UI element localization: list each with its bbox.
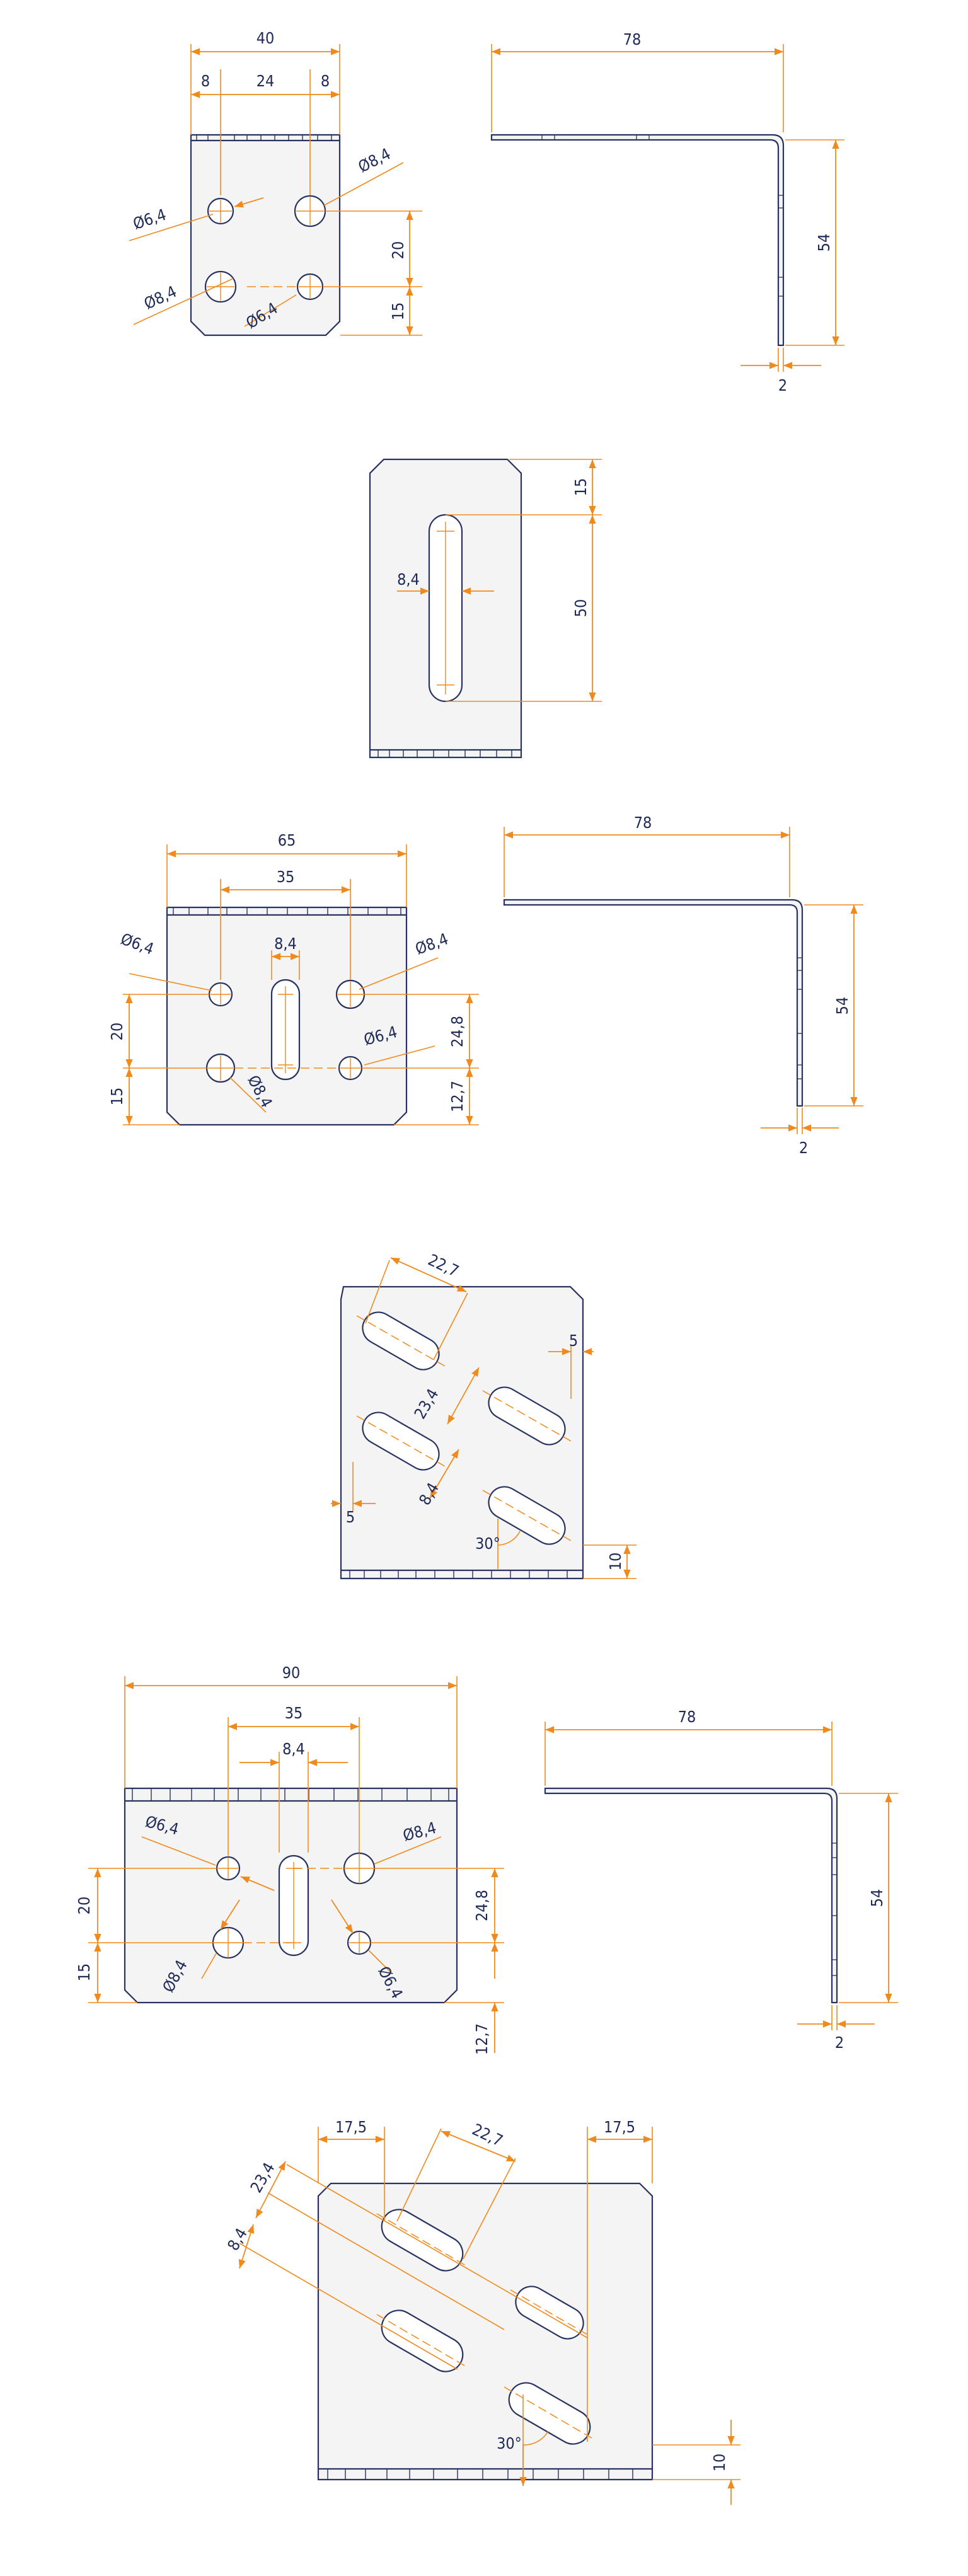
angled-slots [362, 1311, 566, 1545]
center-marks [208, 982, 363, 1081]
bracket-3-profile [503, 899, 804, 1107]
dim-24-8: 24,8 [448, 1016, 466, 1047]
dim-78: 78 [623, 30, 642, 49]
slot [488, 1486, 566, 1545]
dim-15: 15 [108, 1088, 126, 1106]
drawing-3-front-view: 65 35 8,4 Ø6,4 Ø8,4 Ø6,4 Ø8,4 20 15 24,8… [108, 831, 479, 1126]
dim-8-right: 8 [321, 72, 330, 90]
slot [362, 1311, 440, 1371]
dim-width-40: 40 [256, 29, 275, 47]
slot [488, 1386, 566, 1446]
dimensions [88, 1676, 504, 2053]
dim-10: 10 [710, 2454, 729, 2472]
bracket-1-profile [490, 134, 785, 347]
dim-23-4: 23,4 [247, 2159, 279, 2196]
dim-angle-30: 30° [497, 2434, 522, 2452]
drawing-6-back-view: 17,5 22,7 17,5 23,4 8,4 30° 10 [224, 2118, 740, 2505]
hidden-lines [541, 135, 783, 297]
dimensions [544, 1722, 898, 2030]
dim-8-left: 8 [201, 72, 210, 90]
dim-dia-6-4-left: Ø6,4 [118, 929, 156, 958]
dimensions [238, 2127, 740, 2505]
dim-2: 2 [835, 2033, 844, 2052]
dimensions [504, 827, 863, 1134]
dim-dia-6-4-left: Ø6,4 [130, 205, 168, 233]
dim-8-4: 8,4 [274, 934, 297, 953]
drawing-3-side-view: 78 54 2 [503, 814, 863, 1157]
dimensions [123, 844, 479, 1125]
dim-12-7: 12,7 [473, 2023, 491, 2055]
drawing-1-front-view: 40 8 24 8 Ø8,4 Ø6,4 Ø8,4 Ø6,4 20 15 [129, 29, 422, 336]
angled-slots [381, 2209, 591, 2445]
slot-centerlines [376, 2213, 596, 2441]
dim-17-5-right: 17,5 [604, 2118, 635, 2136]
dim-35: 35 [277, 868, 295, 886]
dim-54: 54 [815, 234, 833, 252]
dim-12-7: 12,7 [448, 1081, 466, 1112]
dim-dia-8-4-right: Ø8,4 [413, 929, 451, 958]
dim-8-4: 8,4 [282, 1740, 305, 1758]
dimensions [491, 44, 844, 372]
hidden-lines [832, 1843, 837, 1976]
dim-15: 15 [389, 302, 407, 321]
dim-15: 15 [75, 1964, 93, 1982]
dim-2: 2 [799, 1139, 808, 1157]
dim-90: 90 [282, 1664, 301, 1682]
dim-5-bottom: 5 [346, 1508, 355, 1526]
bracket-5-profile [544, 1787, 838, 2004]
dimensions [397, 459, 602, 702]
dim-65: 65 [278, 831, 296, 849]
dim-2: 2 [778, 376, 787, 394]
dim-22-7: 22,7 [470, 2120, 506, 2150]
dim-24: 24 [256, 72, 275, 90]
dim-10: 10 [606, 1553, 625, 1571]
bracket-6-face [317, 2182, 654, 2481]
bend-line [341, 1569, 583, 1578]
drawing-2-back-view: 15 8,4 50 [369, 458, 602, 759]
bend-line [191, 135, 340, 142]
hidden-lines [797, 957, 802, 1079]
dim-20: 20 [75, 1897, 93, 1915]
dim-20: 20 [389, 241, 407, 260]
dim-50: 50 [572, 599, 590, 618]
dim-54: 54 [833, 997, 851, 1015]
bend-line [318, 2468, 652, 2480]
dimension-labels: 78 54 2 [678, 1708, 886, 2052]
dim-17-5-left: 17,5 [335, 2118, 367, 2136]
drawing-4-back-view: 22,7 5 23,4 8,4 5 30° 10 [331, 1251, 637, 1580]
dim-78: 78 [678, 1708, 696, 1726]
dimension-labels: 78 54 2 [623, 30, 833, 394]
dim-angle-30: 30° [475, 1534, 500, 1553]
drawing-1-side-view: 78 54 2 [490, 30, 844, 394]
dim-24-8: 24,8 [473, 1890, 491, 1921]
dim-slot-width-8-4: 8,4 [397, 570, 420, 589]
dim-15: 15 [572, 478, 590, 497]
center-marks [207, 197, 324, 301]
dim-20: 20 [108, 1023, 126, 1041]
drawing-5-side-view: 78 54 2 [544, 1708, 898, 2052]
dim-35: 35 [285, 1704, 303, 1722]
dimensions [331, 1257, 637, 1579]
dimension-labels: 15 8,4 50 [397, 478, 590, 618]
drawing-5-front-view: 90 35 8,4 Ø6,4 Ø8,4 Ø8,4 Ø6,4 20 15 24,8… [75, 1664, 504, 2055]
dim-78: 78 [634, 814, 652, 832]
bend-line [370, 749, 521, 757]
dim-8-4: 8,4 [224, 2225, 251, 2253]
dimension-labels: 78 54 2 [634, 814, 851, 1157]
dimensions [129, 44, 422, 336]
dim-dia-8-4-bottom: Ø8,4 [141, 282, 180, 313]
bend-line [167, 907, 406, 916]
dim-5-top: 5 [569, 1331, 578, 1350]
bend-line [125, 1788, 457, 1802]
center-marks [437, 522, 454, 694]
dim-54: 54 [868, 1889, 886, 1907]
